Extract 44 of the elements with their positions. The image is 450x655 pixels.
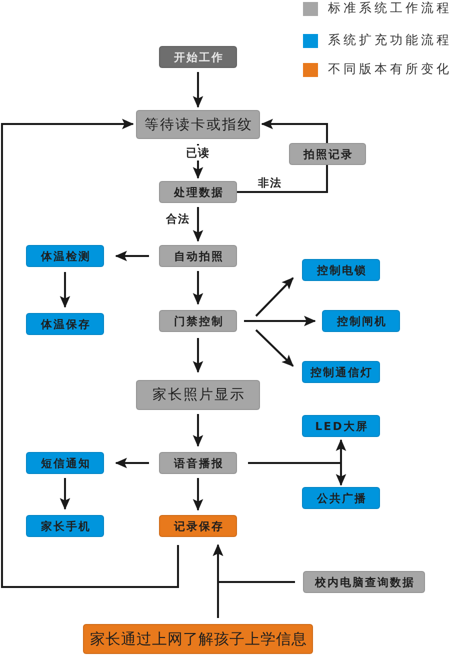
arrow <box>192 207 204 242</box>
arrow <box>244 316 316 326</box>
process-box: 拍照记录 <box>289 143 366 165</box>
legend-label: 系统扩充功能流程 <box>328 32 450 49</box>
process-box: 处理数据 <box>159 181 237 203</box>
arrow <box>60 272 70 308</box>
arrow <box>192 478 204 511</box>
process-box: LED大屏 <box>302 415 380 437</box>
arrow <box>192 271 204 305</box>
start-box: 开始工作 <box>159 46 237 68</box>
process-box: 控制闸机 <box>322 310 400 332</box>
legend-label: 标准系统工作流程 <box>328 0 450 17</box>
arrow <box>1 118 179 588</box>
arrow <box>248 462 346 486</box>
process-box: 控制通信灯 <box>302 361 380 383</box>
arrow <box>255 277 294 317</box>
process-box: 家长手机 <box>26 515 104 537</box>
arrow <box>192 338 204 373</box>
arrow <box>115 458 149 468</box>
edge-label: 合法 <box>165 212 191 226</box>
process-box: 家长通过上网了解孩子上学信息 <box>83 624 313 654</box>
arrow <box>255 329 294 367</box>
arrow <box>261 118 328 143</box>
arrow <box>212 544 295 583</box>
edge-label: 已读 <box>185 146 211 160</box>
process-box: 短信通知 <box>26 452 104 474</box>
process-box: 语音播报 <box>159 452 237 474</box>
process-box: 公共广播 <box>302 487 380 509</box>
process-box: 门禁控制 <box>159 310 237 332</box>
edge-label: 非法 <box>257 176 283 190</box>
arrow <box>192 414 204 447</box>
process-box: 体温检测 <box>26 245 104 267</box>
process-box: 记录保存 <box>159 515 237 537</box>
process-box: 校内电脑查询数据 <box>303 571 425 593</box>
arrow <box>192 72 204 108</box>
process-box: 体温保存 <box>26 313 104 335</box>
arrow <box>60 478 70 510</box>
legend-label: 不同版本有所变化 <box>328 61 450 78</box>
arrow <box>115 250 149 262</box>
process-box: 家长照片显示 <box>136 380 260 410</box>
process-box: 控制电锁 <box>302 259 380 281</box>
connector-line <box>237 165 328 193</box>
process-box: 等待读卡或指纹 <box>136 110 260 139</box>
process-box: 自动拍照 <box>159 245 237 267</box>
